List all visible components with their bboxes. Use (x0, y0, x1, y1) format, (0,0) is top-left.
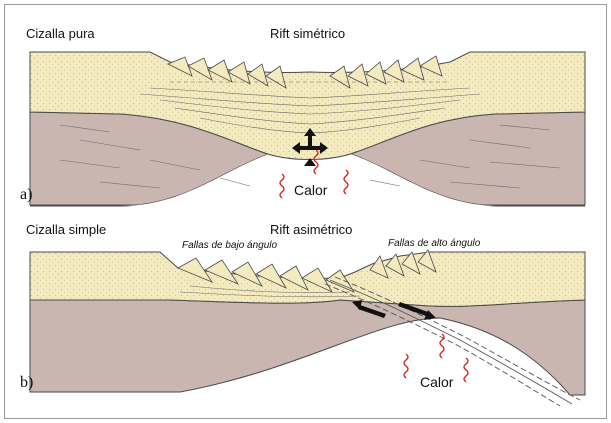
panel-b-low-angle-label: Fallas de bajo ángulo (182, 240, 277, 251)
panel-b-mechanism-label: Cizalla simple (26, 222, 106, 237)
panel-a-heat-label: Calor (294, 182, 327, 198)
panel-b-section (30, 250, 585, 406)
panel-b-crust (30, 300, 585, 395)
panel-a-letter: a) (20, 186, 32, 204)
panel-a-mechanism-label: Cizalla pura (26, 26, 95, 41)
panel-b-high-angle-label: Fallas de alto ángulo (388, 238, 480, 249)
panel-b-rift-label: Rift asimétrico (270, 222, 352, 237)
panel-b-letter: b) (20, 374, 33, 392)
panel-a-rift-label: Rift simétrico (270, 26, 345, 41)
panel-b-heat-label: Calor (420, 374, 453, 390)
